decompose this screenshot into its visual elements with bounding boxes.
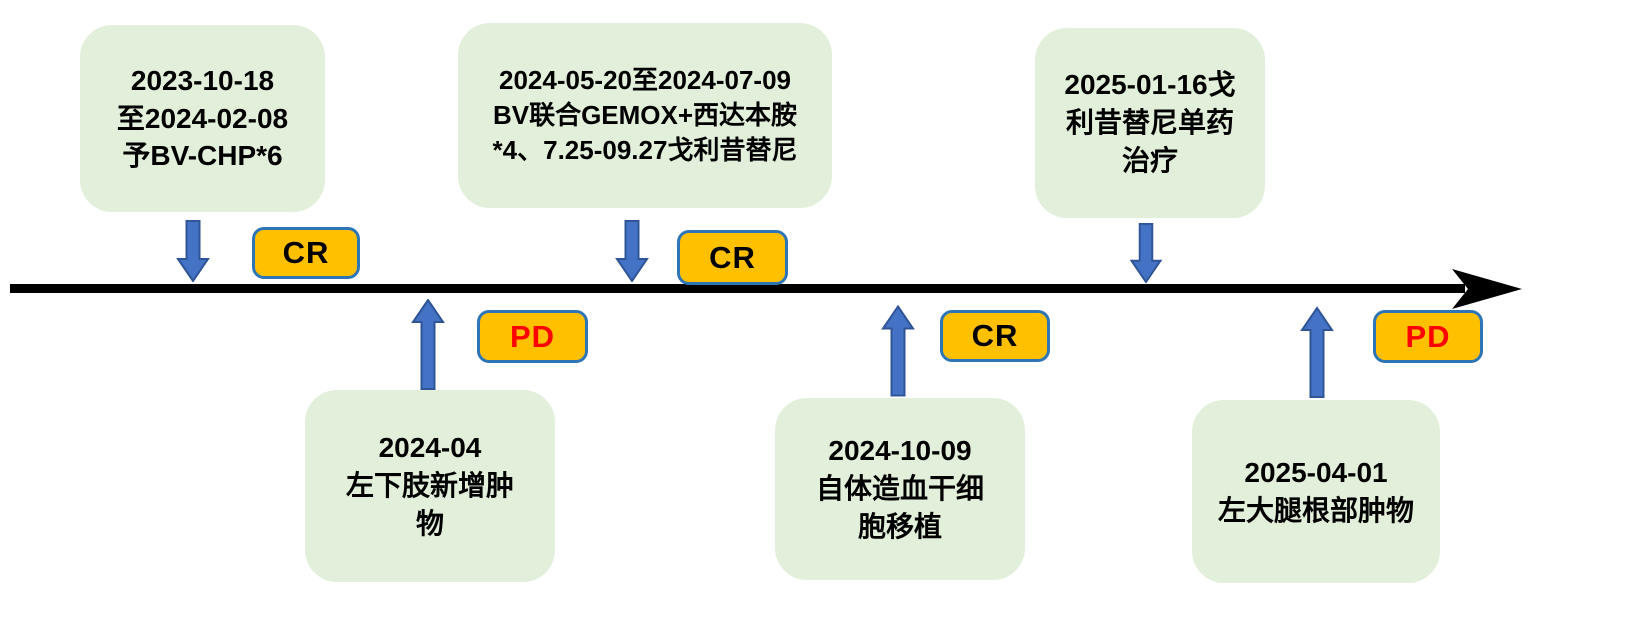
down-arrow-1 bbox=[176, 220, 210, 282]
bottom-event-box-1: 2024-04 左下肢新增肿 物 bbox=[305, 390, 555, 582]
top-event-box-2: 2024-05-20至2024-07-09 BV联合GEMOX+西达本胺 *4、… bbox=[458, 23, 832, 208]
response-badge-cr-2: CR bbox=[677, 230, 788, 285]
bottom-event-box-2: 2024-10-09 自体造血干细 胞移植 bbox=[775, 398, 1025, 580]
timeline-arrowhead-icon bbox=[1452, 269, 1522, 309]
up-arrow-3 bbox=[1300, 306, 1334, 398]
bottom-event-box-3: 2025-04-01 左大腿根部肿物 bbox=[1192, 400, 1440, 583]
up-arrow-2 bbox=[881, 304, 915, 397]
response-badge-cr-3: CR bbox=[940, 310, 1050, 362]
top-event-box-1: 2023-10-18 至2024-02-08 予BV-CHP*6 bbox=[80, 25, 325, 212]
response-badge-cr-1: CR bbox=[252, 227, 360, 279]
top-event-box-3: 2025-01-16戈 利昔替尼单药 治疗 bbox=[1035, 28, 1265, 218]
up-arrow-1 bbox=[411, 299, 445, 390]
response-badge-pd-2: PD bbox=[1373, 310, 1483, 363]
down-arrow-2 bbox=[615, 220, 649, 282]
down-arrow-3 bbox=[1129, 223, 1163, 283]
timeline-line bbox=[10, 284, 1465, 293]
response-badge-pd-1: PD bbox=[477, 310, 588, 363]
